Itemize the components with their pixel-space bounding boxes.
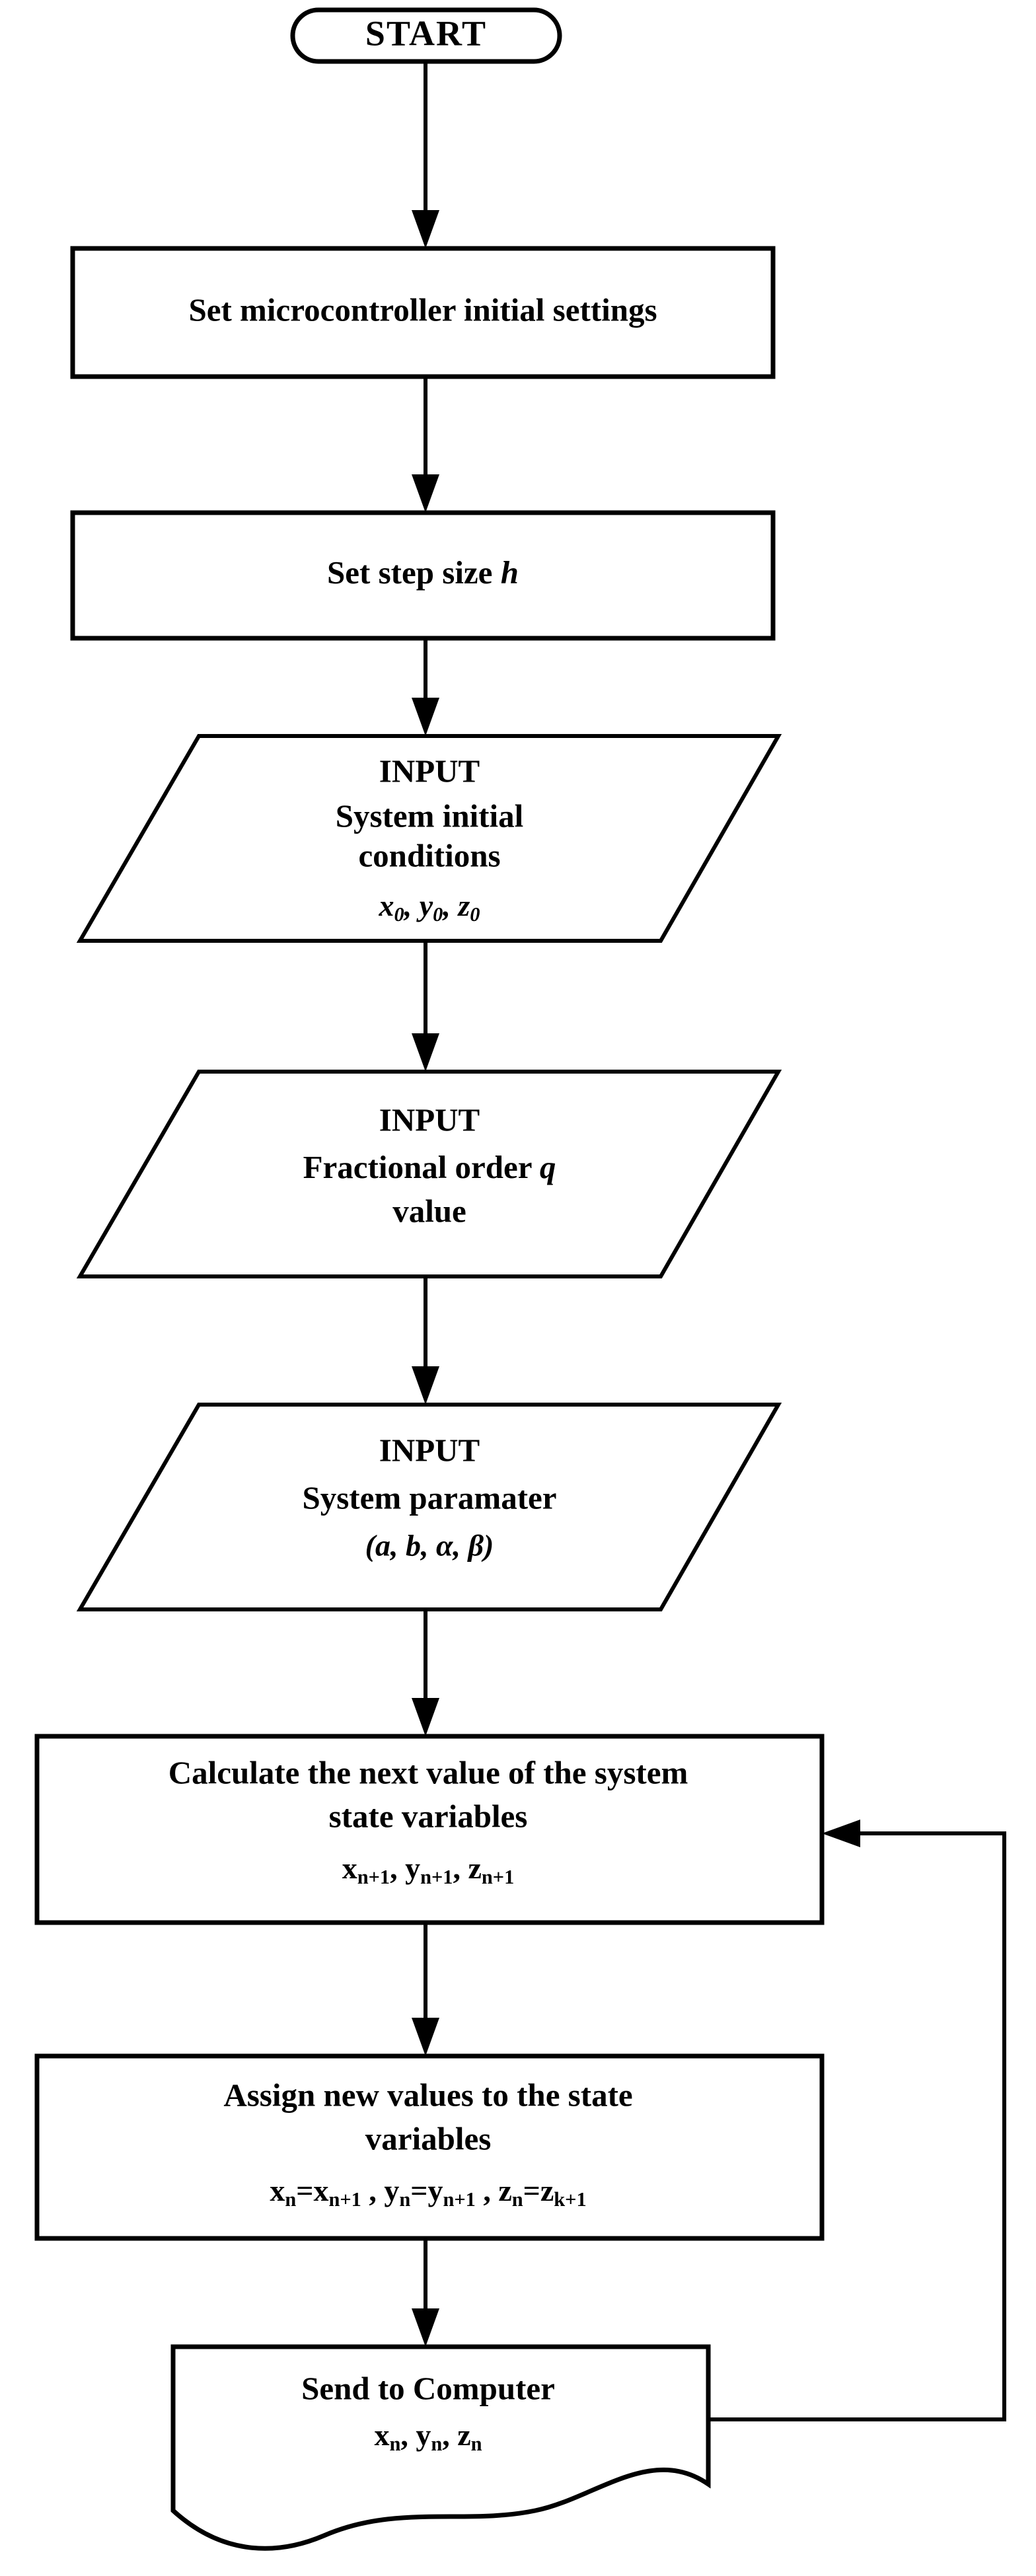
send-math-z-sub: n <box>471 2433 482 2455</box>
math-y: y <box>416 889 433 922</box>
send-math-z: z <box>457 2418 470 2452</box>
math-z: z <box>457 889 470 922</box>
assign-eq2-lhs: y <box>384 2174 399 2207</box>
node-step-size-var-h: h <box>501 554 519 591</box>
node-input-system-parameter-shape[interactable] <box>76 1403 782 1611</box>
math-sep-1: , <box>404 889 420 922</box>
assign-eq3-rhs-sub: k+1 <box>554 2188 586 2211</box>
input-system-parameter-line2: System paramater <box>302 1479 556 1516</box>
node-step-size-label-text: Set step size <box>327 554 501 591</box>
assign-eq1-lhs-sub: n <box>285 2188 296 2211</box>
node-step-size-shape[interactable] <box>70 510 776 641</box>
node-input-initial-conditions-shape[interactable] <box>76 734 782 943</box>
assign-eq1-lhs: x <box>270 2174 285 2207</box>
assign-math: xn=xn+1 , yn=yn+1 , zn=zk+1 <box>270 2174 586 2211</box>
edge-step-to-initial-cond <box>412 638 439 736</box>
calc-math-z: z <box>468 1851 481 1885</box>
calc-math-y-sub: n+1 <box>420 1866 453 1888</box>
assign-eq3-op: = <box>523 2174 540 2207</box>
input-initial-conditions-math: x0, y0, z0 <box>379 889 480 926</box>
edge-param-to-calculate <box>412 1609 439 1736</box>
node-start-label: START <box>365 13 487 53</box>
node-init-settings-shape[interactable] <box>70 246 776 379</box>
node-calculate-next-value-shape[interactable] <box>34 1734 825 1925</box>
node-step-size-label: Set step size h <box>327 554 519 591</box>
math-x-sub: 0 <box>394 903 404 926</box>
send-math-x-sub: n <box>389 2433 400 2455</box>
assign-eq3-lhs: z <box>498 2174 511 2207</box>
assign-sep-2: , <box>476 2174 499 2207</box>
calc-math-z-sub: n+1 <box>482 1866 514 1888</box>
send-to-computer-math: xn, yn, zn <box>374 2418 482 2455</box>
calc-math-x-sub: n+1 <box>357 1866 390 1888</box>
assign-eq1-rhs: x <box>313 2174 328 2207</box>
edge-start-to-init <box>412 61 439 248</box>
edge-init-to-step <box>412 377 439 513</box>
assign-eq2-rhs: y <box>427 2174 443 2207</box>
edge-assign-to-send <box>412 2238 439 2347</box>
frac-order-text: Fractional order <box>303 1149 540 1185</box>
calc-math-x: x <box>342 1851 357 1885</box>
send-math-y: y <box>416 2418 431 2452</box>
input-fractional-order-line2: Fractional order q <box>303 1149 556 1185</box>
node-input-initial-conditions-text: INPUT System initial conditions x0, y0, … <box>336 753 523 926</box>
send-sep-1: , <box>400 2418 416 2452</box>
edge-initial-cond-to-frac <box>412 941 439 1072</box>
math-x: x <box>379 889 394 922</box>
node-assign-new-values-text: Assign new values to the state variables… <box>223 2077 632 2211</box>
input-system-parameter-line1: INPUT <box>379 1432 480 1468</box>
assign-eq3-lhs-sub: n <box>512 2188 523 2211</box>
node-start-shape[interactable] <box>290 7 562 64</box>
assign-eq1-rhs-sub: n+1 <box>328 2188 361 2211</box>
math-sep-2: , <box>442 889 458 922</box>
node-init-settings-label: Set microcontroller initial settings <box>188 291 657 328</box>
assign-eq3-rhs: z <box>540 2174 554 2207</box>
assign-line2: variables <box>365 2120 492 2156</box>
input-fractional-order-line1: INPUT <box>379 1101 480 1138</box>
calc-sep-1: , <box>390 1851 405 1885</box>
frac-order-var-q: q <box>540 1149 556 1185</box>
edge-calculate-to-assign <box>412 1923 439 2056</box>
send-sep-2: , <box>442 2418 457 2452</box>
assign-eq2-rhs-sub: n+1 <box>443 2188 475 2211</box>
math-z-sub: 0 <box>470 903 480 926</box>
assign-line1: Assign new values to the state <box>223 2077 632 2113</box>
calculate-math: xn+1, yn+1, zn+1 <box>342 1851 515 1888</box>
calculate-line1: Calculate the next value of the system <box>168 1754 688 1790</box>
node-send-to-computer-text: Send to Computer xn, yn, zn <box>301 2370 555 2455</box>
node-input-fractional-order-shape[interactable] <box>76 1070 782 1278</box>
assign-sep-1: , <box>361 2174 385 2207</box>
send-math-x: x <box>374 2418 389 2452</box>
node-calculate-next-value-text: Calculate the next value of the system s… <box>168 1754 688 1888</box>
node-input-system-parameter-text: INPUT System paramater (a, b, α, β) <box>302 1432 556 1562</box>
edge-feedback-loop <box>708 1820 1006 2421</box>
input-initial-conditions-line2: System initial <box>336 797 523 834</box>
assign-eq1-op: = <box>296 2174 313 2207</box>
node-send-to-computer-shape[interactable] <box>170 2344 711 2551</box>
math-y-sub: 0 <box>433 903 443 926</box>
edge-frac-to-param <box>412 1276 439 1405</box>
input-fractional-order-line3: value <box>392 1193 466 1229</box>
node-assign-new-values-shape[interactable] <box>34 2053 825 2241</box>
calc-math-y: y <box>405 1851 420 1885</box>
assign-eq2-lhs-sub: n <box>399 2188 410 2211</box>
send-to-computer-line1: Send to Computer <box>301 2370 555 2406</box>
calc-sep-2: , <box>453 1851 468 1885</box>
send-math-y-sub: n <box>431 2433 442 2455</box>
input-initial-conditions-line3: conditions <box>358 837 500 873</box>
assign-eq2-op: = <box>410 2174 427 2207</box>
calculate-line2: state variables <box>329 1798 528 1834</box>
input-system-parameter-line3: (a, b, α, β) <box>365 1529 494 1563</box>
node-input-fractional-order-text: INPUT Fractional order q value <box>303 1101 556 1229</box>
input-initial-conditions-line1: INPUT <box>379 753 480 789</box>
